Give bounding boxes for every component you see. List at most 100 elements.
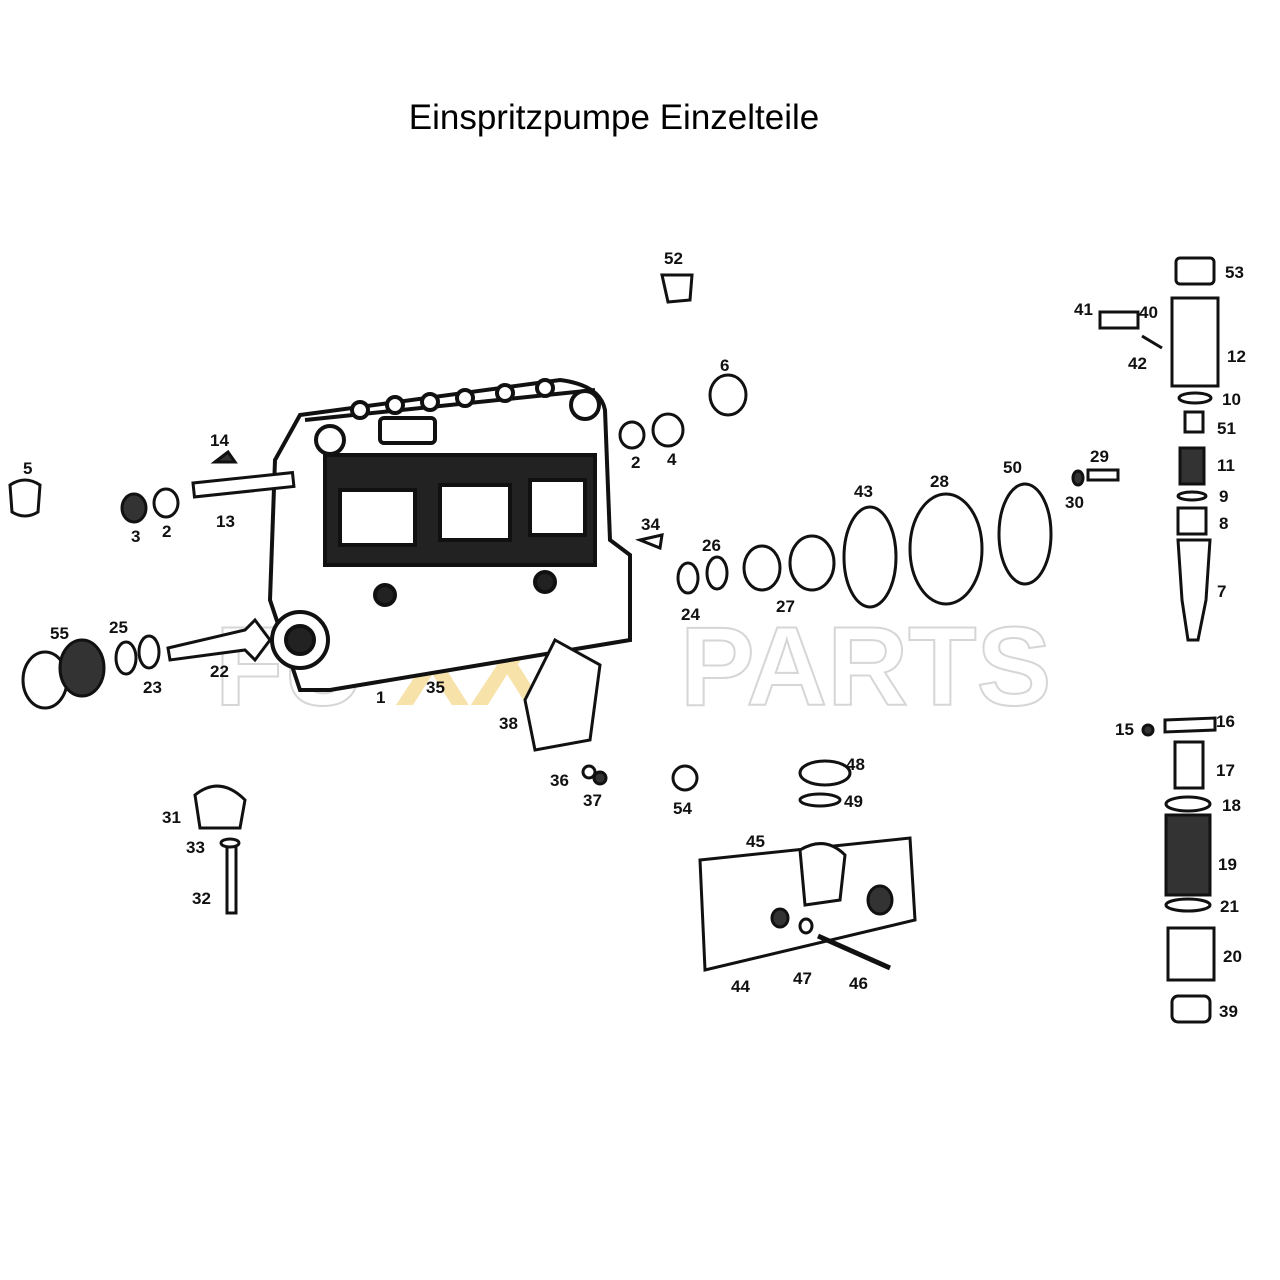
part-label: 37 [583,791,602,810]
part-label: 49 [844,792,863,811]
ring-26 [705,555,729,591]
plug-54 [671,764,699,792]
part-label: 8 [1219,514,1228,533]
middle-parts [523,273,1120,972]
screw-42 [1141,334,1163,350]
bolt-32 [225,843,238,915]
part-label: 14 [210,431,229,450]
cam-22 [166,617,272,663]
part-label: 24 [681,605,700,624]
part-label: 11 [1217,456,1235,475]
nut-2-left [152,487,180,519]
seat-18 [1164,795,1212,813]
part-label: 6 [720,356,729,375]
part-label: 26 [702,536,721,555]
part-label: 10 [1222,390,1241,409]
part-label: 33 [186,838,205,857]
plug-5 [8,478,42,518]
part-label: 18 [1222,796,1241,815]
watermark-text-right: PARTS [680,604,1051,729]
part-label: 39 [1219,1002,1238,1021]
gasket-38 [523,637,602,752]
ring-23 [137,634,161,670]
bracket-31 [193,784,247,830]
nut-3 [120,492,148,524]
washer-49 [798,792,842,808]
part-label: 46 [849,974,868,993]
part-label: 3 [131,527,140,546]
ring-24 [676,561,700,595]
diagram-title: Einspritzpumpe Einzelteile [408,98,820,137]
part-label: 41 [1074,300,1093,319]
spring-19 [1164,813,1212,897]
part-label: 38 [499,714,518,733]
part-label: 29 [1090,447,1109,466]
part-label: 36 [550,771,569,790]
part-label: 52 [664,249,683,268]
nut-4 [651,412,685,448]
washer-33 [219,837,241,849]
part-label: 22 [210,662,229,681]
screw-29 [1086,468,1120,482]
part-label: 4 [667,450,677,469]
barrel-7 [1176,538,1212,642]
valve-8 [1176,506,1208,536]
bolt-46 [816,933,892,971]
part-14 [210,449,238,464]
washer-10 [1177,391,1213,405]
part-label: 40 [1139,303,1158,322]
part-label: 20 [1223,947,1242,966]
part-label: 19 [1218,855,1237,874]
washer-47 [798,917,814,935]
part-label: 34 [641,515,660,534]
part-label: 23 [143,678,162,697]
part-label: 50 [1003,458,1022,477]
part-label: 32 [192,889,211,908]
part-label: 2 [162,522,171,541]
coupling-55 [21,638,106,710]
washer-30 [1071,469,1085,487]
part-label: 35 [426,678,445,697]
valve-holder-12 [1170,296,1220,388]
part-label: 25 [109,618,128,637]
part-label: 17 [1216,761,1235,780]
ring-9 [1176,490,1208,502]
part-label: 44 [731,977,750,996]
pump-housing [267,377,632,692]
tappet-39 [1170,994,1212,1024]
washer-36 [581,764,597,780]
spring-seat-51 [1183,410,1205,434]
part-label: 47 [793,969,812,988]
ring-25 [114,640,138,676]
nut-37 [592,770,608,786]
clamp-41-40 [1098,310,1140,330]
part-label: 9 [1219,487,1228,506]
part-label: 43 [854,482,873,501]
plug-52 [660,273,694,304]
plate-43 [842,505,898,609]
part-label: 55 [50,624,69,643]
washer-21 [1164,897,1212,913]
shaft-13 [191,470,296,499]
part-label: 27 [776,597,795,616]
part-label: 16 [1216,712,1235,731]
plunger-17 [1173,740,1205,790]
cap-6 [708,373,748,417]
part-labels: 1 2 2 3 4 5 6 7 8 9 10 11 12 13 14 15 16… [23,249,1246,1021]
nut-2-right [618,420,646,450]
part-label: 54 [673,799,692,818]
nut-16 [1163,716,1217,734]
part-label: 30 [1065,493,1084,512]
oring-50 [997,482,1053,586]
part-label: 2 [631,453,640,472]
part-label: 42 [1128,354,1147,373]
part-label: 5 [23,459,32,478]
gear-27 [742,544,782,592]
part-label: 51 [1217,419,1236,438]
part-label: 1 [376,688,385,707]
part-15 [1141,723,1155,737]
part-label: 7 [1217,582,1226,601]
key-34 [634,533,664,551]
cover-boss [798,842,847,907]
